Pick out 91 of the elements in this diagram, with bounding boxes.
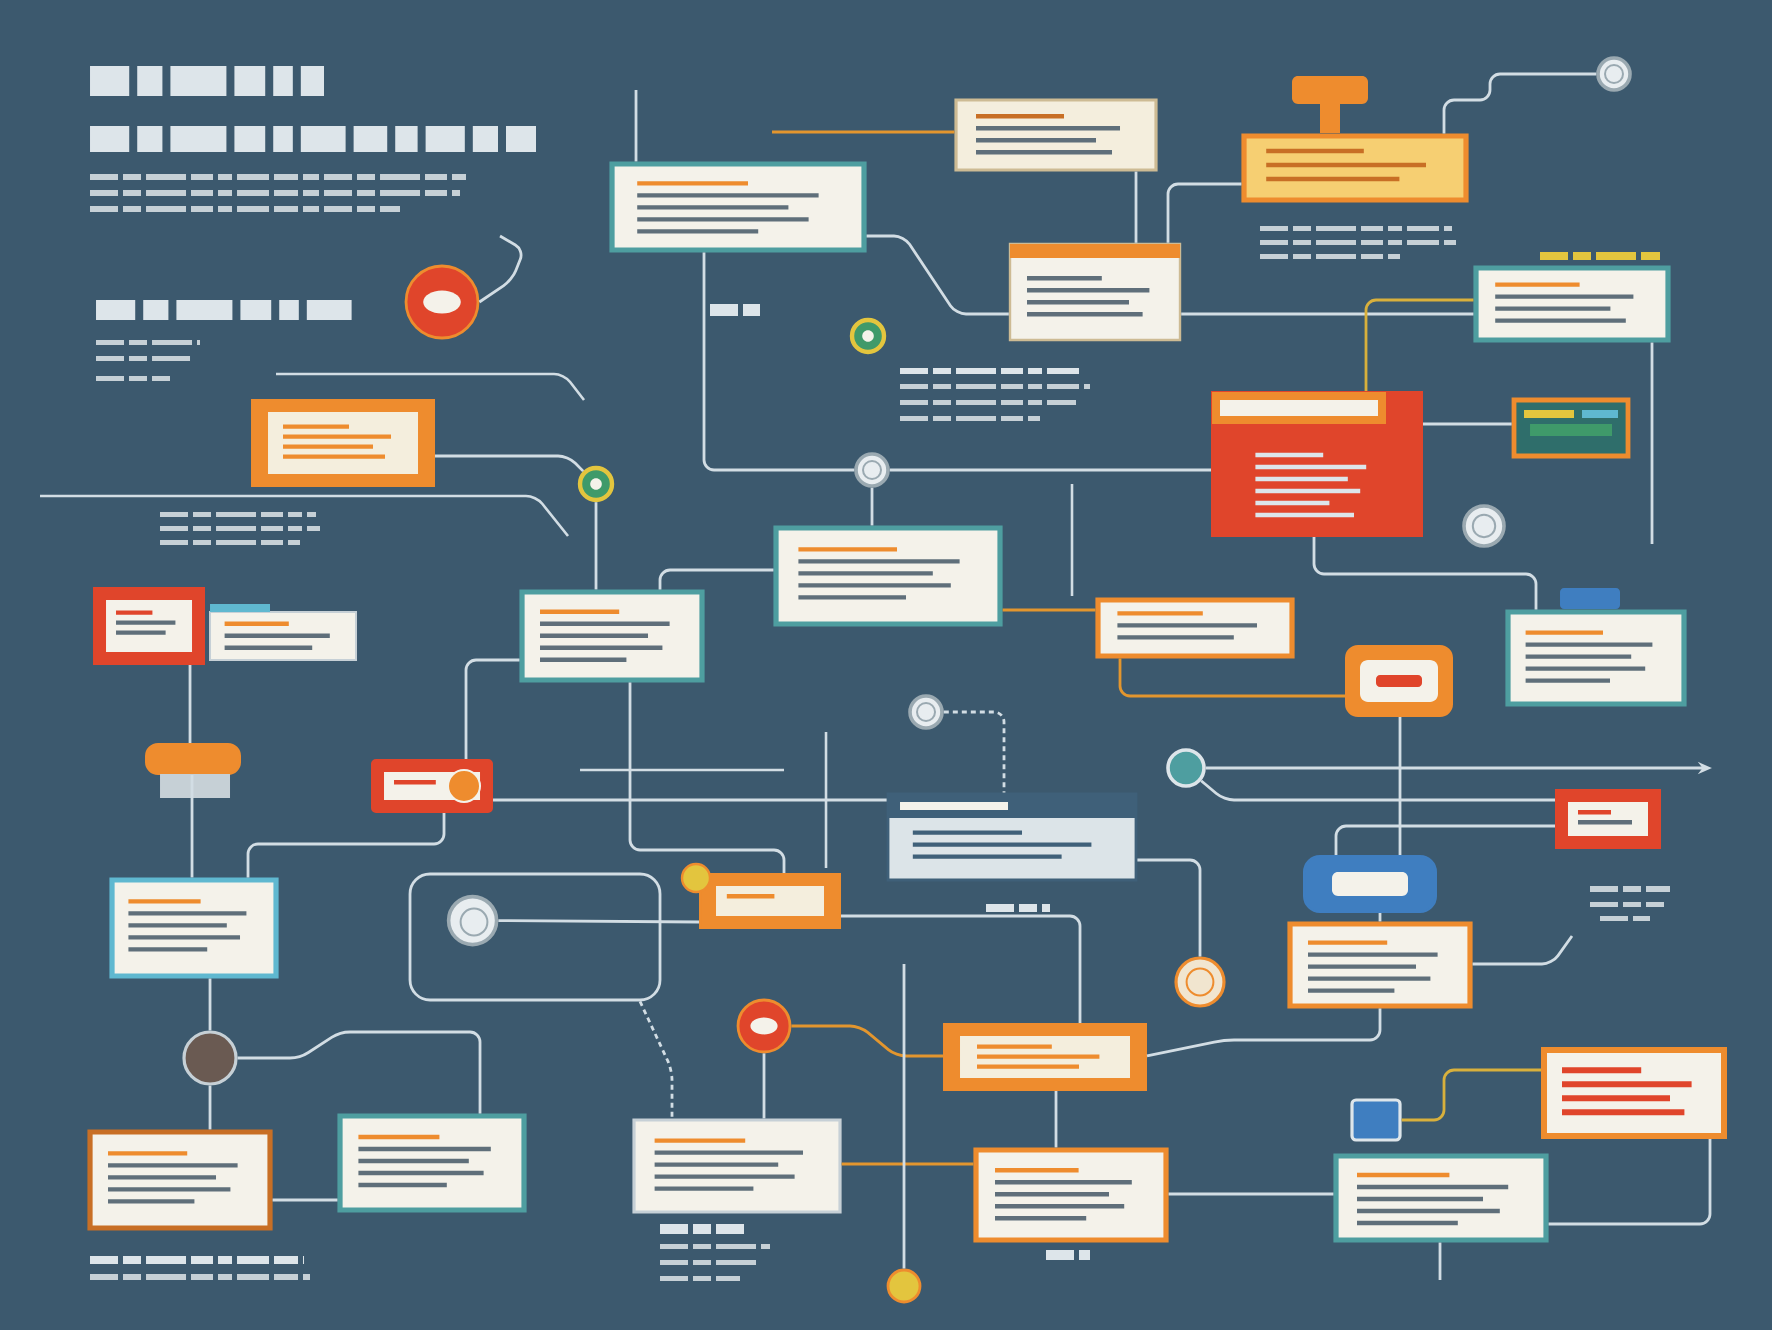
- connector-line: [464, 658, 520, 759]
- ring-marker: [1174, 956, 1226, 1008]
- document-card: [609, 161, 867, 253]
- document-card: [337, 1113, 527, 1213]
- connector-line: [208, 978, 212, 1031]
- connector-line: [1118, 658, 1345, 698]
- document-card: [371, 759, 493, 813]
- connector-line: [208, 1085, 212, 1130]
- bucket-shape: [1303, 855, 1437, 913]
- connector-line: [435, 454, 585, 473]
- document-card: [943, 1023, 1147, 1091]
- connector-line: [1334, 824, 1555, 855]
- round-badge: [404, 264, 480, 340]
- document-card: [93, 587, 205, 665]
- round-badge: [849, 317, 887, 355]
- picture-card: [1511, 397, 1631, 459]
- connector-line: [1650, 342, 1654, 544]
- document-card: [1008, 242, 1182, 342]
- ring-marker: [446, 894, 499, 947]
- document-card: [251, 399, 435, 487]
- connector-line: [1401, 1068, 1541, 1122]
- connector-line: [634, 90, 638, 162]
- document-card: [680, 862, 841, 929]
- connector-line: [1312, 537, 1538, 610]
- connector-line: [1181, 312, 1474, 316]
- connector-line: [272, 1198, 338, 1202]
- document-card: [1241, 76, 1469, 203]
- panel: [886, 792, 1138, 882]
- connector-line: [902, 964, 906, 1269]
- connector-line: [943, 710, 1006, 793]
- connector-line: [1137, 858, 1202, 957]
- connector-line: [478, 234, 523, 304]
- connector-line: [866, 234, 1009, 316]
- connector-line: [1146, 1008, 1382, 1058]
- document-card: [632, 1118, 842, 1214]
- document-card: [1333, 1153, 1549, 1243]
- connector-line: [870, 487, 874, 526]
- connector-line: [762, 1053, 766, 1119]
- document-card: [1287, 921, 1473, 1009]
- ring-marker: [854, 452, 890, 488]
- document-card: [1345, 645, 1453, 717]
- connector-line: [841, 1162, 974, 1166]
- document-card: [1541, 1047, 1727, 1139]
- outline-frame: [408, 872, 662, 1002]
- document-card: [954, 98, 1158, 172]
- round-badge: [182, 1030, 238, 1086]
- connector-line: [1168, 1192, 1334, 1196]
- connector-line: [1442, 72, 1597, 134]
- connector-line: [841, 914, 1082, 1023]
- document-card: [973, 1147, 1169, 1243]
- connector-line: [1134, 171, 1138, 243]
- document-card: [1505, 588, 1687, 707]
- connector-line: [498, 919, 699, 924]
- connector-line: [1200, 779, 1555, 802]
- connector-line: [1002, 608, 1096, 612]
- connector-line: [493, 798, 887, 802]
- connector-line: [594, 502, 598, 590]
- connector-line: [190, 775, 194, 878]
- connector-line: [638, 1000, 674, 1119]
- connector-line: [658, 568, 774, 590]
- connector-line: [1364, 298, 1474, 391]
- document-card: [1473, 265, 1671, 343]
- connector-line: [1548, 1139, 1712, 1226]
- document-card: [1555, 789, 1661, 849]
- connector-line: [1378, 913, 1382, 922]
- round-badge: [736, 998, 792, 1054]
- connector-line: [1438, 1242, 1442, 1280]
- connector-line: [1166, 182, 1242, 243]
- connector-line: [237, 1030, 482, 1114]
- document-card: [1211, 391, 1423, 537]
- document-card: [109, 877, 279, 979]
- connector-line: [772, 130, 955, 134]
- connector-line: [1472, 935, 1574, 966]
- document-card: [773, 525, 1003, 627]
- connector-line: [246, 813, 446, 878]
- connector-line: [1398, 717, 1402, 855]
- round-badge: [886, 1268, 922, 1304]
- document-card: [87, 1129, 273, 1231]
- document-card: [1095, 597, 1295, 659]
- round-badge: [577, 465, 615, 503]
- connector-line: [702, 252, 855, 472]
- connector-line: [628, 682, 786, 873]
- connector-line: [791, 1024, 943, 1058]
- connector-line: [1054, 1091, 1058, 1148]
- document-card: [209, 604, 357, 661]
- document-card: [519, 589, 705, 683]
- connector-line: [1423, 422, 1512, 426]
- connector-line: [889, 468, 1211, 472]
- pill-shape: [145, 743, 241, 798]
- connector-line: [188, 665, 192, 743]
- square-marker: [1350, 1098, 1402, 1142]
